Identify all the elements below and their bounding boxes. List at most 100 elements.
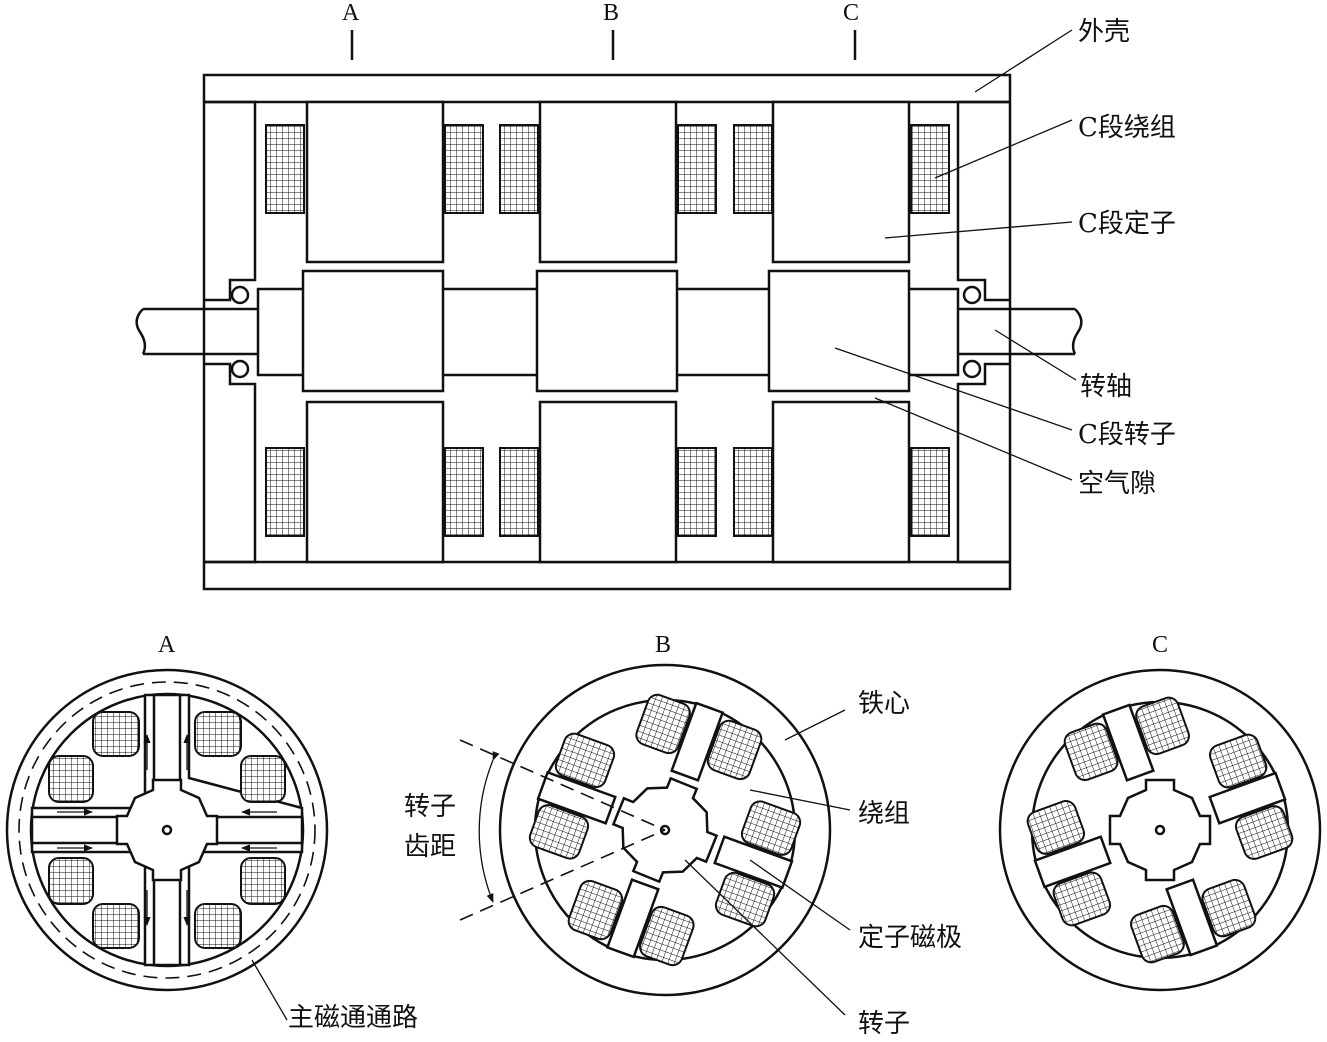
leader-c-winding [934,119,1073,179]
top-label-b: B [603,0,619,26]
stator-c-top [771,100,911,264]
shaft-left-break [135,308,147,355]
shaft-left [143,307,258,356]
housing-outline [202,73,1012,591]
leader-winding [749,789,851,811]
leader-air-gap [874,397,1073,481]
coil-a-1 [92,711,140,757]
longitudinal-section: A B C [135,0,1176,591]
winding-c-bottom-right [910,447,950,537]
coil-b-7 [740,800,802,856]
core-outer-a [5,668,329,992]
coil-a-3 [48,755,94,803]
section-label-a: A [158,632,176,658]
bearing-right-bottom [962,359,982,379]
leader-rotor [684,859,846,1016]
label-core: 铁心 [858,689,910,719]
coil-c-5 [1026,800,1086,855]
winding-c-bottom-left [733,447,773,537]
right-endcap-top [956,100,1010,302]
pitch-line-1 [459,739,666,831]
leader-housing [974,29,1073,93]
label-winding: 绕组 [858,799,910,829]
coil-a-6 [240,857,286,905]
cross-section-b [459,663,851,1016]
leader-stator-pole [749,859,851,931]
winding-a-bottom-right [444,447,484,537]
label-housing: 外壳 [1078,17,1130,47]
left-endcap-top [204,100,257,302]
label-main-flux-path: 主磁通通路 [288,1003,418,1033]
winding-c-top-left [733,124,773,214]
stator-b-bottom [538,400,678,564]
coil-b-3 [567,879,624,941]
cross-section-c [998,668,1322,992]
rotor-center-a [161,824,173,836]
coil-c-8 [1234,805,1294,860]
coil-c-4 [1201,878,1257,938]
core-outer-b [498,663,832,997]
section-label-b: B [655,632,671,658]
stator-poles-c [1033,703,1287,957]
leader-c-rotor [834,347,1073,431]
label-rotor-pitch-2: 齿距 [404,832,456,862]
coil-c-7 [1208,733,1268,789]
coil-b-1 [635,693,691,755]
coil-a-5 [48,857,94,905]
left-endcap-bottom [204,362,257,564]
coil-a-4 [240,755,286,803]
winding-b-top-left [499,124,539,214]
coil-b-6 [528,804,590,860]
rotor-a [115,778,219,882]
label-air-gap: 空气隙 [1078,469,1156,499]
coil-c-3 [1130,904,1185,964]
stator-c-bottom [771,400,911,564]
pitch-arc [478,751,500,903]
coil-b-8 [714,871,776,928]
leader-flux-path [251,959,288,1021]
stator-a-top [305,100,445,264]
pitch-line-2 [459,829,666,921]
bearing-left-top [230,285,250,305]
cross-section-a [5,668,329,1021]
bearing-right-top [962,285,982,305]
bearing-left-bottom [230,359,250,379]
section-label-c: C [1152,632,1168,658]
rotor-b [535,269,679,393]
winding-b-bottom-right [677,447,717,537]
right-endcap-bottom [956,362,1010,564]
coil-c-1 [1063,722,1119,782]
leader-c-stator [884,221,1073,239]
shaft-right [958,307,1075,356]
rotor-c [767,269,911,393]
winding-b-bottom-left [499,447,539,537]
core-outer-c [998,668,1322,992]
winding-a-top-right [444,124,484,214]
coil-c-2 [1135,696,1190,756]
label-stator-pole: 定子磁极 [858,923,962,953]
stator-poles-b [536,701,794,959]
coil-a-8 [194,903,242,949]
stator-a-bottom [305,400,445,564]
label-c-stator: C段定子 [1078,209,1176,239]
coil-b-5 [554,732,616,789]
rotor-c [1108,778,1212,882]
winding-a-bottom-left [265,447,305,537]
coil-c-6 [1052,871,1112,927]
rotor-center-c [1154,824,1166,836]
rotor-a [301,269,445,393]
leader-core [784,709,846,741]
top-label-c: C [843,0,859,26]
rotor-center-b [659,824,671,836]
shaft-right-break [1071,308,1083,355]
winding-c-top-right [910,124,950,214]
coil-a-2 [194,711,242,757]
winding-b-top-right [677,124,717,214]
stator-b-top [538,100,678,264]
flux-path-outer-a [18,681,316,979]
leader-shaft [994,329,1077,381]
top-label-a: A [342,0,360,26]
label-rotor: 转子 [858,1009,910,1039]
label-c-winding: C段绕组 [1078,113,1176,143]
